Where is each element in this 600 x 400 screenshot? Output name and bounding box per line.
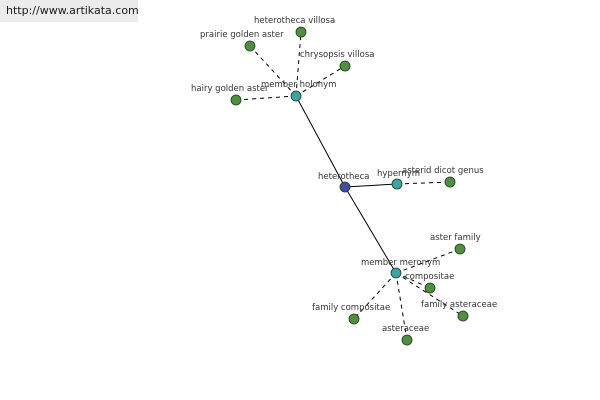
node-asteraceae[interactable] <box>401 334 413 346</box>
edge-member-holonym-to-heterotheca-villosa <box>295 31 302 97</box>
node-family-compositae[interactable] <box>348 313 360 325</box>
node-label-heterotheca-villosa[interactable]: heterotheca villosa <box>254 16 335 26</box>
node-label-asterid-dicot-genus[interactable]: asterid dicot genus <box>402 166 484 176</box>
node-label-chrysopsis-villosa[interactable]: chrysopsis villosa <box>300 50 374 60</box>
nodes-layer <box>230 26 469 346</box>
edge-heterotheca-to-hypernym <box>344 183 398 188</box>
node-hairy-golden-aster[interactable] <box>230 94 242 106</box>
node-member-meronym[interactable] <box>390 267 402 279</box>
node-label-hypernym[interactable]: hypernym <box>377 169 420 179</box>
node-label-hairy-golden-aster[interactable]: hairy golden aster <box>191 84 269 94</box>
edge-member-holonym-to-chrysopsis-villosa <box>295 65 346 97</box>
edge-member-meronym-to-family-asteraceae <box>395 272 464 317</box>
edge-member-holonym-to-prairie-golden-aster <box>249 45 297 97</box>
node-label-asteraceae[interactable]: asteraceae <box>382 324 429 334</box>
node-prairie-golden-aster[interactable] <box>244 40 256 52</box>
node-heterotheca[interactable] <box>339 181 351 193</box>
node-label-prairie-golden-aster[interactable]: prairie golden aster <box>200 30 284 40</box>
node-label-family-compositae[interactable]: family compositae <box>312 303 390 313</box>
source-url-text[interactable]: http://www.artikata.com <box>6 4 139 17</box>
node-asterid-dicot-genus[interactable] <box>444 176 456 188</box>
node-label-aster-family[interactable]: aster family <box>430 233 481 243</box>
edge-member-holonym-to-hairy-golden-aster <box>235 95 297 101</box>
edge-heterotheca-to-member-meronym <box>344 186 397 274</box>
edge-member-meronym-to-aster-family <box>395 248 461 274</box>
node-aster-family[interactable] <box>454 243 466 255</box>
node-label-heterotheca[interactable]: heterotheca <box>318 172 370 182</box>
labels-layer: heterotheca member holonym hypernym member … <box>191 16 497 334</box>
node-member-holonym[interactable] <box>290 90 302 102</box>
node-chrysopsis-villosa[interactable] <box>339 60 351 72</box>
node-label-compositae[interactable]: compositae <box>405 272 454 282</box>
edge-heterotheca-to-member-holonym <box>295 95 346 188</box>
node-family-asteraceae[interactable] <box>457 310 469 322</box>
edge-member-meronym-to-asteraceae <box>395 272 408 341</box>
node-heterotheca-villosa[interactable] <box>295 26 307 38</box>
edge-member-meronym-to-compositae <box>395 272 431 289</box>
edges-layer <box>235 31 464 341</box>
edge-hypernym-to-asterid-dicot-genus <box>396 181 451 185</box>
node-compositae[interactable] <box>424 282 436 294</box>
node-label-member-holonym[interactable]: member holonym <box>261 80 336 90</box>
source-url-banner[interactable]: http://www.artikata.com <box>0 0 139 22</box>
node-hypernym[interactable] <box>391 178 403 190</box>
node-label-member-meronym[interactable]: member meronym <box>361 258 440 268</box>
node-label-family-asteraceae[interactable]: family asteraceae <box>421 300 497 310</box>
edge-member-meronym-to-family-compositae <box>353 272 397 320</box>
